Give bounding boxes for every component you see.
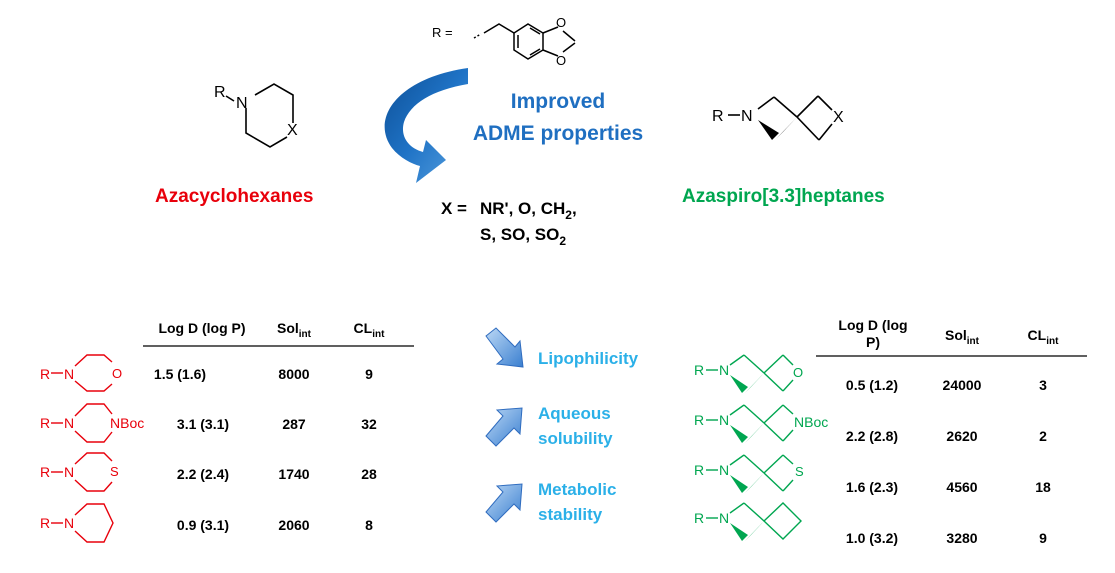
svg-text:8: 8 [365,517,373,533]
svg-text:NBoc: NBoc [794,414,828,430]
svg-text:R: R [694,462,704,478]
svg-text:0.5 (1.2): 0.5 (1.2) [846,377,898,393]
svg-text:3.1 (3.1): 3.1 (3.1) [177,416,229,432]
svg-text:NBoc: NBoc [110,415,144,431]
table-row: R N NBoc 3.1 (3.1) 287 32 [40,403,377,443]
r-equals-label: R = [432,25,453,40]
svg-text:Lipophilicity: Lipophilicity [538,349,639,368]
svg-text:N: N [64,366,74,382]
x-substituent-definition: X = NR', O, CH2, S, SO, SO2 [441,199,577,248]
svg-text:O: O [793,365,803,380]
svg-text:N: N [719,412,729,428]
svg-text:Metabolic: Metabolic [538,480,616,499]
right-header-cl: CLint [1028,327,1060,347]
svg-text:N: N [719,510,729,526]
right-struct-n: N [741,108,753,125]
svg-text:N: N [64,464,74,480]
left-struct-x: X [287,122,298,139]
svg-text:R: R [40,415,50,431]
svg-text:287: 287 [282,416,306,432]
svg-text:32: 32 [361,416,377,432]
left-header-cl: CLint [354,320,386,340]
dioxole-o-top: O [556,15,566,30]
right-struct-r: R [712,108,724,125]
svg-text:9: 9 [365,366,373,382]
svg-text:1740: 1740 [278,466,309,482]
svg-text:R: R [694,412,704,428]
right-table: Log D (log P) Solint CLint R N O 0.5 (1.… [694,317,1087,546]
svg-text:2620: 2620 [946,428,977,444]
svg-text:O: O [112,366,122,381]
left-header-sol: Solint [277,320,312,340]
svg-text:1.5 (1.6): 1.5 (1.6) [154,366,206,382]
svg-text:solubility: solubility [538,429,613,448]
svg-text:1.0 (3.2): 1.0 (3.2) [846,530,898,546]
improved-title-line2: ADME properties [473,122,643,145]
svg-text:R: R [40,515,50,531]
x-equals-label: X = [441,199,467,218]
dioxole-o-bottom: O [556,53,566,68]
svg-text:8000: 8000 [278,366,309,382]
table-row: R N NBoc 2.2 (2.8) 2620 2 [694,404,1047,444]
r-group-definition: R = O O [432,15,576,68]
curved-transform-arrow-icon [384,68,468,183]
x-options-line2: S, SO, SO2 [480,225,566,248]
svg-text:0.9 (3.1): 0.9 (3.1) [177,517,229,533]
table-row: R N O 0.5 (1.2) 24000 3 [694,354,1047,393]
table-row: R N S 2.2 (2.4) 1740 28 [40,452,377,492]
left-struct-r: R [214,84,226,101]
svg-text:Aqueous: Aqueous [538,404,611,423]
svg-text:S: S [795,464,804,479]
property-list: Lipophilicity Aqueous solubility Metabol… [485,327,639,524]
svg-text:R: R [40,366,50,382]
improved-title-line1: Improved [511,90,606,113]
property-metabolic-stability: Metabolic stability [485,480,616,524]
svg-text:2.2 (2.4): 2.2 (2.4) [177,466,229,482]
property-aqueous-solubility: Aqueous solubility [485,404,613,448]
svg-text:2060: 2060 [278,517,309,533]
azacyclohexanes-label: Azacyclohexanes [155,186,313,207]
svg-text:24000: 24000 [943,377,982,393]
right-header-logd-line1: Log D (log [838,317,907,333]
azaspiro-label: Azaspiro[3.3]heptanes [682,186,885,207]
property-lipophilicity: Lipophilicity [485,327,639,368]
right-header-sol: Solint [945,327,980,347]
benzodioxole-structure [473,23,576,60]
table-row: R N O 1.5 (1.6) 8000 9 [40,354,373,392]
svg-text:3: 3 [1039,377,1047,393]
svg-text:18: 18 [1035,479,1051,495]
arrow-up-right-icon [485,483,523,523]
table-row: R N S 1.6 (2.3) 4560 18 [694,454,1051,495]
azacyclohexane-structure: R N X [214,83,298,148]
x-options-line1: NR', O, CH2, [480,199,577,222]
svg-text:R: R [40,464,50,480]
svg-text:N: N [64,415,74,431]
svg-text:stability: stability [538,505,603,524]
right-struct-x: X [833,109,844,126]
svg-text:2: 2 [1039,428,1047,444]
svg-text:9: 9 [1039,530,1047,546]
arrow-up-right-icon [485,407,523,447]
svg-text:3280: 3280 [946,530,977,546]
table-row: R N 0.9 (3.1) 2060 8 [40,503,373,543]
left-struct-n: N [236,95,248,112]
svg-text:28: 28 [361,466,377,482]
table-row: R N 1.0 (3.2) 3280 9 [694,502,1047,546]
left-header-logd: Log D (log P) [158,320,245,336]
left-table: Log D (log P) Solint CLint R N O 1.5 (1.… [40,320,414,543]
svg-text:N: N [64,515,74,531]
svg-text:R: R [694,510,704,526]
svg-text:N: N [719,362,729,378]
azaspiroheptane-structure: R N X [712,95,844,141]
svg-text:1.6 (2.3): 1.6 (2.3) [846,479,898,495]
svg-text:N: N [719,462,729,478]
svg-text:S: S [110,464,119,479]
arrow-down-right-icon [485,327,524,368]
svg-text:4560: 4560 [946,479,977,495]
svg-text:2.2 (2.8): 2.2 (2.8) [846,428,898,444]
right-header-logd-line2: P) [866,334,880,350]
svg-text:R: R [694,362,704,378]
